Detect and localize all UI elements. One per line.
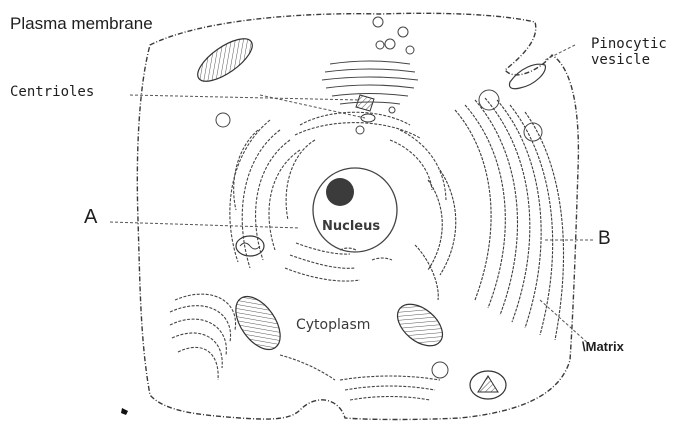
pinocytic-vesicle-label: Pinocytic vesicle bbox=[591, 36, 667, 68]
mitochondrion-small bbox=[236, 236, 264, 256]
mitochondrion-left bbox=[227, 289, 289, 358]
centrioles bbox=[356, 95, 375, 122]
endoplasmic-reticulum-left bbox=[230, 120, 315, 268]
endoplasmic-reticulum-bottom-left bbox=[170, 294, 236, 380]
pinocytic-vesicle bbox=[509, 64, 545, 89]
pinocytic-label-line2: vesicle bbox=[591, 52, 667, 68]
matrix-label: \Matrix bbox=[582, 339, 624, 354]
label-b: B bbox=[598, 228, 611, 250]
plasma-membrane-label: Plasma membrane bbox=[10, 14, 153, 34]
vacuole-bottom-right bbox=[470, 371, 506, 399]
centrioles-leader bbox=[130, 95, 360, 100]
centrioles-leader-2 bbox=[260, 95, 365, 118]
nucleus bbox=[313, 168, 397, 252]
pinocytic-label-line1: Pinocytic bbox=[591, 36, 667, 52]
scan-mark bbox=[121, 408, 128, 415]
label-a: A bbox=[84, 206, 97, 229]
nucleus-label: Nucleus bbox=[322, 219, 380, 234]
endoplasmic-reticulum-top bbox=[295, 112, 446, 200]
centrioles-label: Centrioles bbox=[10, 84, 94, 100]
mitochondrion-right bbox=[390, 296, 450, 354]
nucleolus bbox=[326, 178, 354, 206]
endoplasmic-reticulum-lower bbox=[280, 355, 440, 400]
mitochondrion-top bbox=[191, 31, 258, 89]
pinocytic-leader bbox=[545, 45, 575, 60]
cytoplasm-label: Cytoplasm bbox=[296, 317, 370, 333]
